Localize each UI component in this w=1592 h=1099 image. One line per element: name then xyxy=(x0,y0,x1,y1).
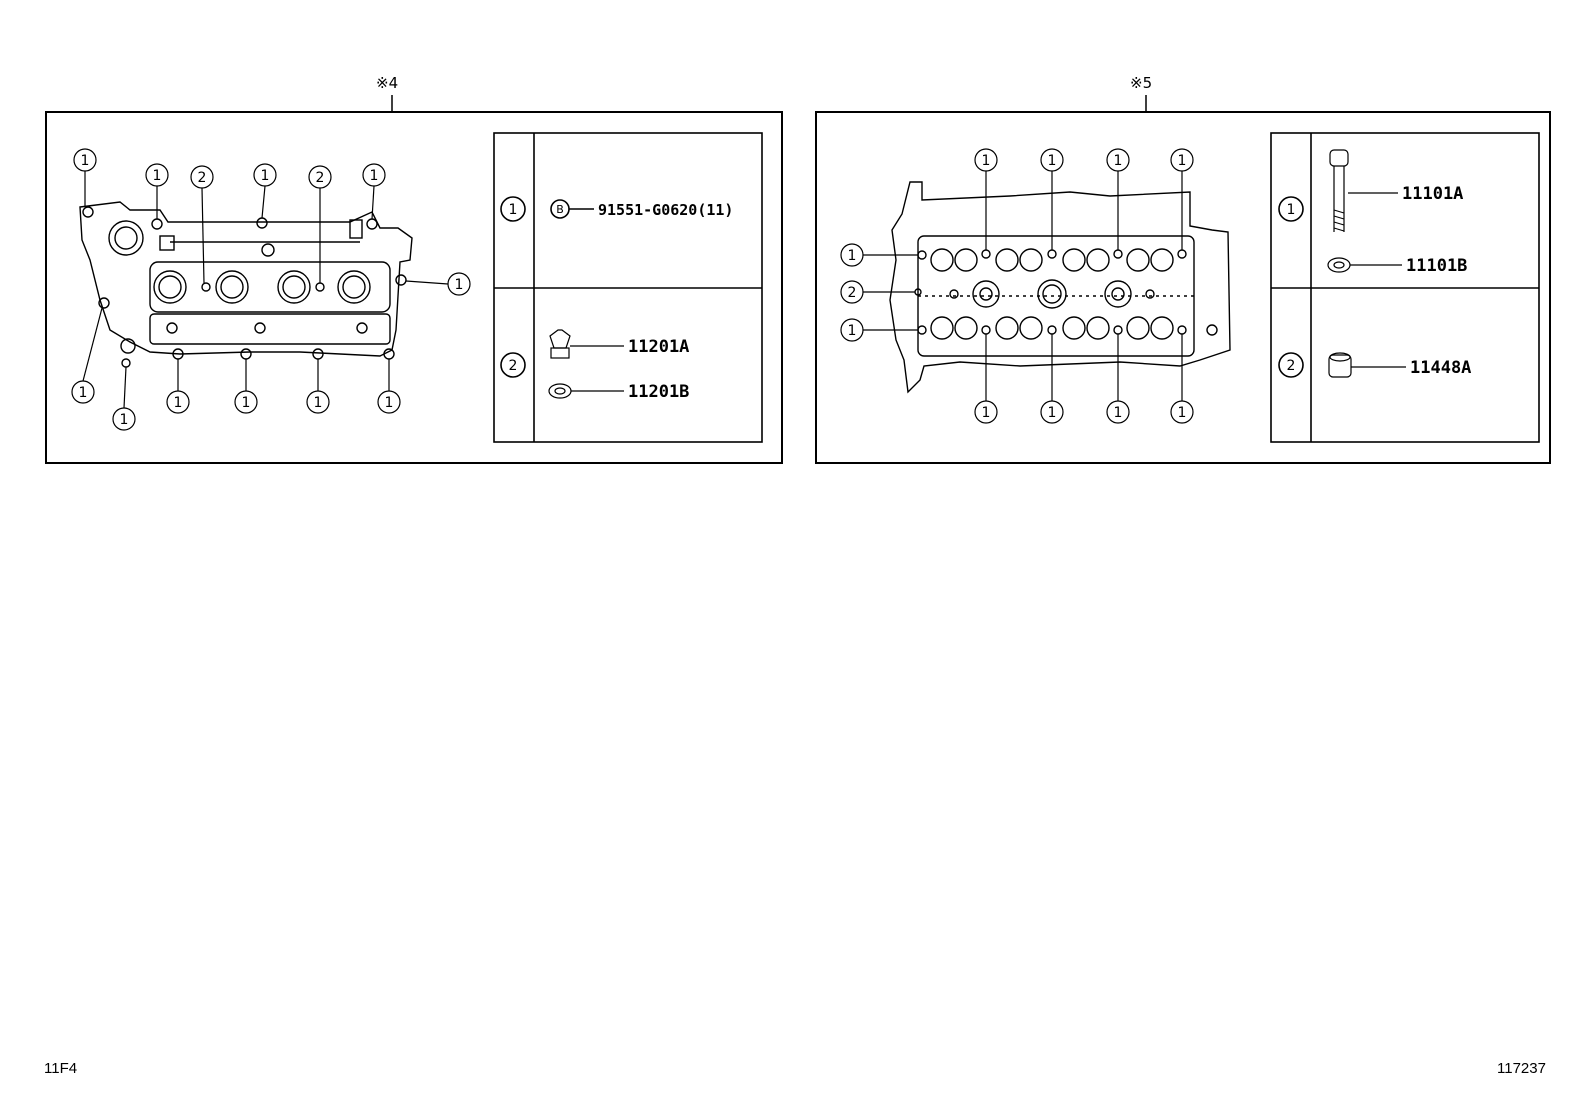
svg-text:1: 1 xyxy=(79,385,88,401)
svg-text:1: 1 xyxy=(1048,153,1057,169)
svg-text:2: 2 xyxy=(848,285,857,301)
svg-text:1: 1 xyxy=(1178,153,1187,169)
svg-text:1: 1 xyxy=(370,168,379,184)
panel-5-callout-numbers: 1 1 1 1 1 2 1 1 1 1 1 xyxy=(848,153,1187,421)
cylinder-head-drawing xyxy=(889,181,1231,394)
svg-text:1: 1 xyxy=(982,405,991,421)
panel-4-part-11201A: 11201A xyxy=(628,337,689,357)
panel-5: 1 1 1 1 1 2 1 1 1 1 1 xyxy=(815,111,1551,464)
svg-text:1: 1 xyxy=(455,277,464,293)
panel-5-ref: ※5 xyxy=(1130,74,1153,92)
panel-5-key-1-num: 1 xyxy=(1287,202,1296,218)
svg-text:2: 2 xyxy=(316,170,325,186)
panel-4-key-2-num: 2 xyxy=(509,358,518,374)
footer-right-code: 117237 xyxy=(1497,1060,1546,1077)
svg-text:1: 1 xyxy=(848,323,857,339)
panel-5-callouts xyxy=(840,148,1194,424)
panel-4-part-91551: 91551-G0620(11) xyxy=(598,201,733,219)
svg-text:1: 1 xyxy=(81,153,90,169)
panel-5-part-11101B: 11101B xyxy=(1406,256,1467,276)
svg-text:1: 1 xyxy=(120,412,129,428)
panel-4-key-1-marker: B xyxy=(556,203,564,216)
panel-5-part-11448A: 11448A xyxy=(1410,358,1471,378)
svg-text:1: 1 xyxy=(982,153,991,169)
panel-4-key-1-num: 1 xyxy=(509,202,518,218)
svg-text:1: 1 xyxy=(153,168,162,184)
svg-text:1: 1 xyxy=(1114,153,1123,169)
svg-text:1: 1 xyxy=(174,395,183,411)
footer-left-code: 11F4 xyxy=(44,1060,78,1077)
panel-4-ref: ※4 xyxy=(376,74,399,92)
panel-5-key-2-num: 2 xyxy=(1287,358,1296,374)
svg-text:1: 1 xyxy=(314,395,323,411)
panel-4-callout-numbers: 1 1 2 1 2 1 1 1 1 1 1 1 1 xyxy=(79,153,464,428)
panel-4-key-table xyxy=(493,132,763,443)
panel-4-callouts xyxy=(71,148,471,431)
panel-5-key-table xyxy=(1270,132,1540,443)
svg-text:2: 2 xyxy=(198,170,207,186)
cylinder-head-cover-drawing xyxy=(79,201,413,368)
svg-text:1: 1 xyxy=(242,395,251,411)
svg-text:1: 1 xyxy=(1178,405,1187,421)
svg-text:1: 1 xyxy=(385,395,394,411)
svg-text:1: 1 xyxy=(261,168,270,184)
svg-text:1: 1 xyxy=(1048,405,1057,421)
svg-text:1: 1 xyxy=(848,248,857,264)
svg-text:1: 1 xyxy=(1114,405,1123,421)
panel-4-part-11201B: 11201B xyxy=(628,382,689,402)
panel-5-part-11101A: 11101A xyxy=(1402,184,1463,204)
panel-4: 1 1 2 1 2 1 1 1 1 1 1 1 1 xyxy=(45,111,783,464)
